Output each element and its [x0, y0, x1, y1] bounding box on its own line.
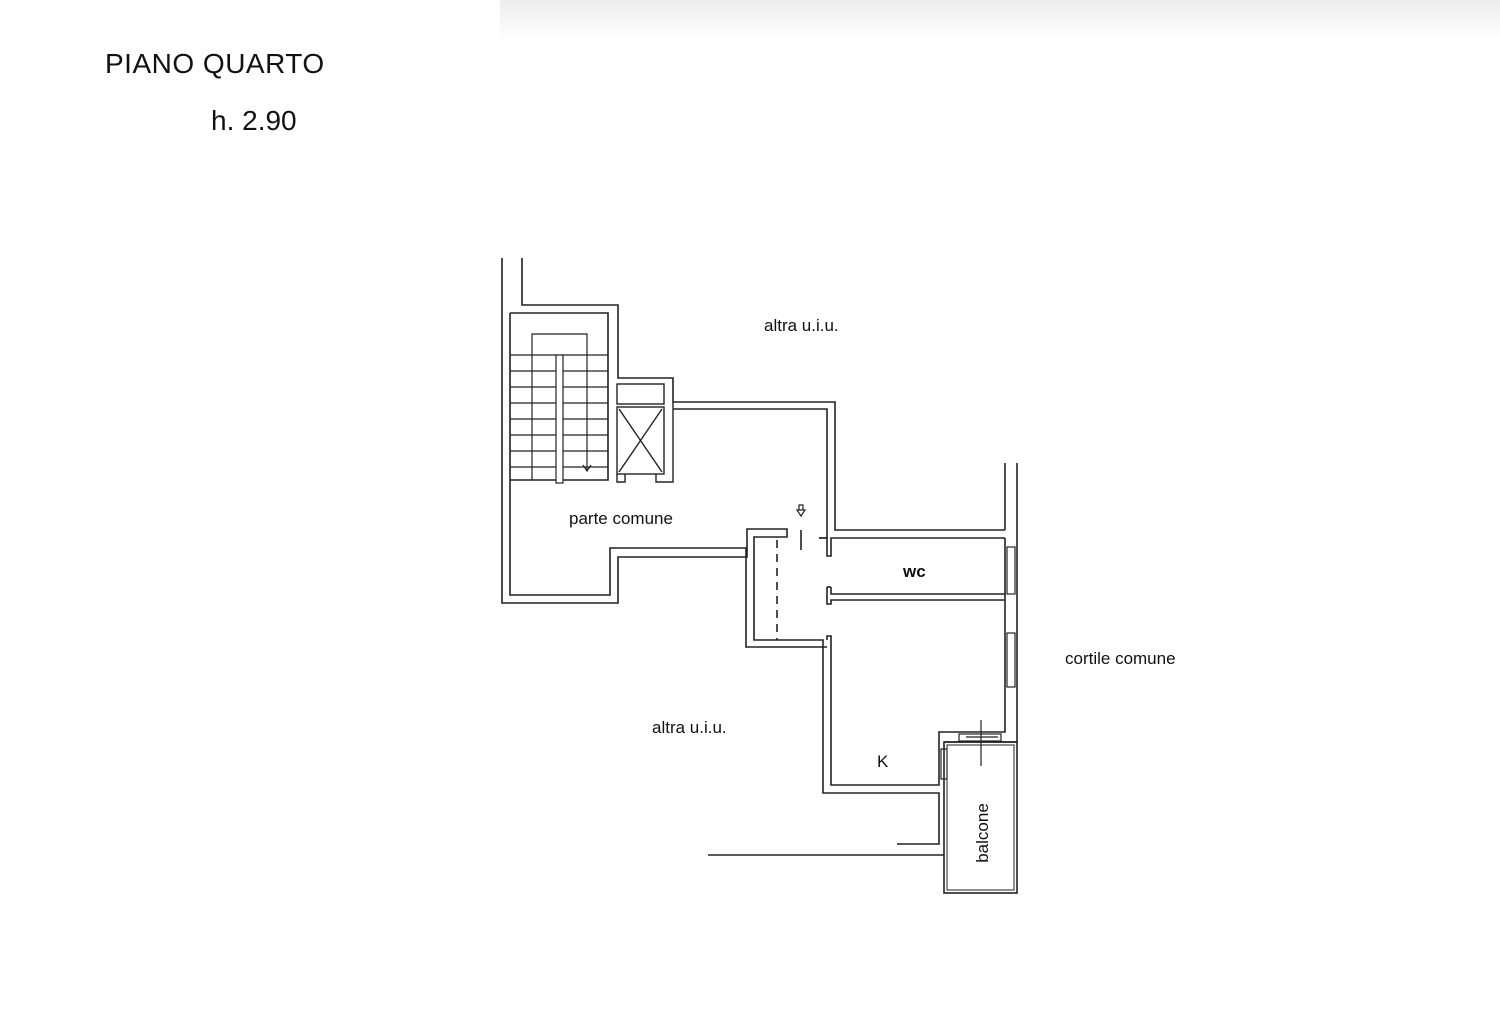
top-shadow — [500, 0, 1500, 40]
stair-treads — [510, 333, 608, 484]
label-cortile-comune: cortile comune — [1065, 649, 1176, 668]
wall-stair-inner — [673, 408, 828, 539]
balcony — [943, 741, 1018, 894]
wall-wc — [826, 587, 1005, 605]
wall-common-inner — [509, 313, 827, 648]
wall-stair-top — [521, 258, 1005, 531]
label-parte-comune: parte comune — [569, 509, 673, 528]
label-wc: wc — [903, 562, 926, 581]
label-altra-uiu-bottom: altra u.i.u. — [652, 718, 727, 737]
windows — [940, 546, 1016, 780]
floor-title: PIANO QUARTO — [105, 48, 325, 79]
wall-kitchen — [826, 538, 1006, 786]
wall-common-outer — [501, 258, 940, 845]
label-altra-uiu-top: altra u.i.u. — [764, 316, 839, 335]
label-kitchen: K — [877, 752, 889, 771]
label-balcone: balcone — [973, 803, 992, 863]
entrance-arrow-icon — [795, 504, 807, 518]
elevator — [616, 383, 674, 483]
ceiling-height: h. 2.90 — [211, 105, 297, 136]
